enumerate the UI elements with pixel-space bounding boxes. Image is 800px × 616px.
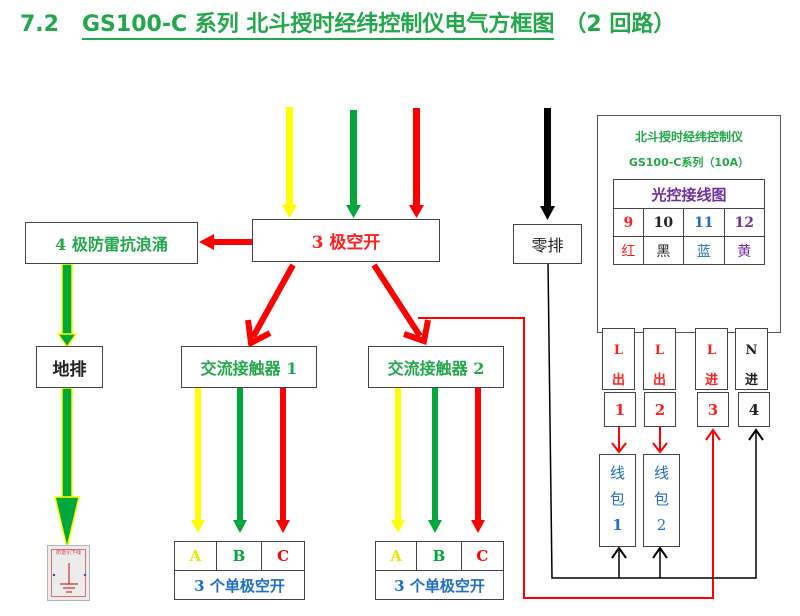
surge-protector: 4 极防雷抗浪涌: [25, 222, 198, 264]
phase-b-label: B: [416, 541, 462, 571]
contactor1-phase-c: [276, 388, 290, 533]
wire-number: 11: [683, 208, 725, 237]
wire-color: 黑: [642, 236, 685, 265]
coil-number: 1: [612, 516, 623, 534]
controller-model: GS100-C系列（10A）: [628, 156, 750, 169]
page-title: 7.2 GS100-C 系列 北斗授时经纬控制仪电气方框图 （2 回路）: [20, 6, 676, 40]
contactor-1: 交流接触器 1: [181, 346, 317, 388]
terminal-label: 出: [611, 373, 625, 388]
controller-unit: 北斗授时经纬控制仪 GS100-C系列（10A） 光控接线图 9 10 11 1…: [597, 115, 781, 333]
coil-2: 线 包 2: [643, 454, 680, 547]
contactor1-phase-a: [191, 388, 205, 533]
coil-1: 线 包 1: [599, 454, 636, 547]
phase-a-label: A: [174, 541, 217, 571]
wire-color: 红: [613, 236, 644, 265]
contactor2-phase-c: [471, 388, 485, 533]
lightning-ground-sign: 防雷引下线: [47, 545, 90, 601]
terminal-label: 进: [744, 373, 758, 388]
terminal-l-out-2: L 出: [643, 328, 676, 390]
contactor2-phase-b: [428, 388, 442, 533]
coil2-arrowhead: [652, 442, 668, 454]
wire-number: 9: [613, 208, 644, 237]
neutral-bus: [547, 261, 757, 579]
ground-sign-text: 防雷引下线: [55, 550, 81, 556]
breaker-to-contactor1-arrow: [245, 263, 296, 348]
terminal-number-4: 4: [738, 392, 770, 427]
title-suffix: （2 回路）: [564, 12, 676, 37]
coil-label: 包: [609, 490, 625, 508]
phase-a-label: A: [374, 541, 418, 571]
single-pole-breakers-1: A B C 3 个单极空开: [174, 541, 305, 600]
breaker-to-surge-arrow: [199, 234, 253, 250]
neutral-bar: 零排: [513, 224, 582, 264]
surge-to-ground-arrow: [56, 263, 78, 349]
breaker-group-label: 3 个单极空开: [174, 570, 305, 600]
wire-number: 10: [642, 208, 685, 237]
phase-c-label: C: [261, 541, 305, 571]
contactor2-phase-a: [391, 388, 405, 533]
ground-bar: 地排: [36, 346, 103, 388]
controller-name: 北斗授时经纬控制仪: [634, 130, 743, 144]
terminal-label: 进: [704, 373, 718, 388]
three-pole-breaker: 3 极空开: [252, 219, 440, 262]
phase-c-label: C: [460, 541, 505, 571]
incoming-phase-c: [409, 108, 424, 218]
terminal-label: N: [745, 343, 758, 358]
terminal-number-3: 3: [697, 392, 729, 427]
coil-label: 线: [653, 464, 669, 482]
terminal-number-1: 1: [604, 392, 636, 427]
ground-icon: [52, 563, 87, 593]
breaker-group-label: 3 个单极空开: [375, 570, 504, 600]
terminal-l-in: L 进: [695, 328, 728, 390]
light-wiring-table: 光控接线图 9 10 11 12 红 黑 蓝 黄: [613, 179, 766, 265]
phase-b-label: B: [215, 541, 263, 571]
ground-to-sign-arrow: [54, 387, 80, 549]
contactor1-phase-b: [233, 388, 247, 533]
terminal-number-2: 2: [644, 392, 676, 427]
coil-label: 线: [609, 464, 625, 482]
wire-number: 12: [723, 208, 766, 237]
live-feed-to-terminal-3: [418, 317, 714, 599]
section-number: 7.2: [20, 12, 59, 37]
wire-color: 蓝: [683, 236, 725, 265]
incoming-phase-a: [282, 107, 297, 218]
coil-label: 包: [653, 490, 669, 508]
terminal-n-in: N 进: [735, 328, 768, 390]
coil1-arrowhead: [611, 442, 627, 454]
light-table-header: 光控接线图: [613, 179, 765, 209]
incoming-phase-b: [346, 110, 361, 218]
coil1-neutral-arrowhead: [611, 546, 627, 559]
coil2-neutral-arrowhead: [652, 546, 668, 559]
coil-number: 2: [656, 516, 667, 534]
terminal-label: L: [613, 343, 624, 358]
terminal-label: L: [706, 343, 717, 358]
wire-color: 黄: [723, 236, 766, 265]
contactor-2: 交流接触器 2: [368, 346, 504, 388]
incoming-neutral: [540, 108, 555, 220]
terminal-label: L: [654, 343, 665, 358]
breaker-to-contactor2-arrow: [371, 263, 431, 345]
terminal-label: 出: [652, 373, 666, 388]
single-pole-breakers-2: A B C 3 个单极空开: [374, 541, 505, 600]
terminal-4-arrowhead: [748, 428, 764, 441]
title-main: GS100-C 系列 北斗授时经纬控制仪电气方框图: [82, 12, 555, 40]
terminal-l-out-1: L 出: [602, 328, 635, 390]
terminal-3-arrowhead: [705, 428, 721, 441]
